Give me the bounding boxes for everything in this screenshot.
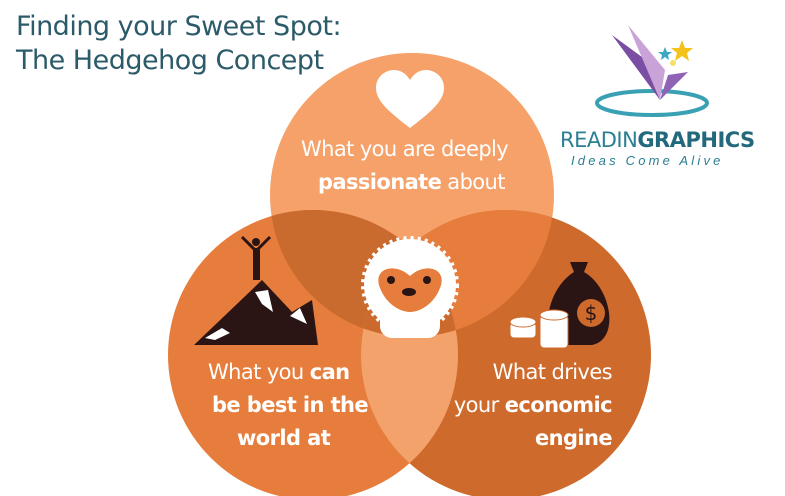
title-line-2: The Hedgehog Concept <box>16 45 324 76</box>
logo-tagline: Ideas Come Alive <box>571 153 724 168</box>
title-line-1: Finding your Sweet Spot: <box>16 11 342 42</box>
economic-label: What drives your economic engine <box>453 360 613 450</box>
logo-brand: READINGRAPHICS <box>560 128 755 152</box>
heart-icon <box>376 70 444 128</box>
page-title: Finding your Sweet Spot: The Hedgehog Co… <box>16 10 342 78</box>
passion-label: What you are deeply passionate about <box>301 137 509 194</box>
mountain-icon <box>194 235 318 345</box>
hedgehog-icon <box>361 236 459 338</box>
readinggraphics-logo-icon <box>595 25 709 117</box>
coins-icon <box>509 309 569 349</box>
best-label: What you can be best in the world at <box>208 360 369 450</box>
dollar-sign: $ <box>585 301 598 325</box>
